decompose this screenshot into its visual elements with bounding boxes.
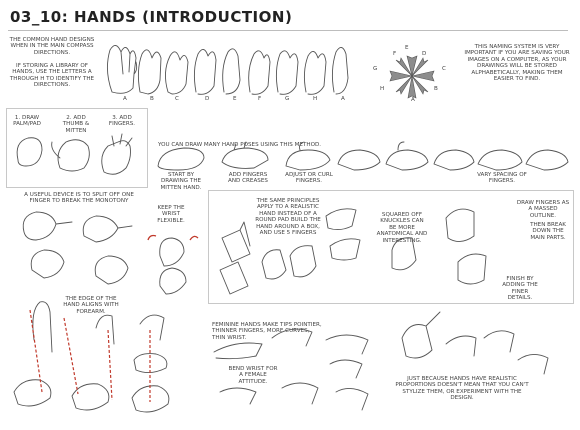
poses-drawings (157, 141, 569, 171)
pose-label-fingers: ADD FINGERS AND CREASES (228, 172, 268, 185)
feminine-note: FEMININE HANDS MAKE TIPS POINTIER, THINN… (212, 322, 322, 341)
finish-details-note: FINISH BY ADDING THE FINER DETAILS. (502, 276, 538, 302)
step-1-label: 1. DRAW PALM/PAD (13, 115, 41, 128)
compass-letter-g: G (373, 66, 378, 72)
wrist-curves (147, 234, 199, 241)
letter-a: A (123, 96, 127, 102)
split-finger-drawings (22, 211, 187, 295)
compass-letter-d: D (422, 51, 427, 57)
bend-wrist-note: BEND WRIST FOR A FEMALE ATTITUDE. (228, 366, 278, 385)
squared-knuckles-note: SQUARED OFF KNUCKLES CAN BE MORE ANATOMI… (376, 212, 428, 244)
forearm-guide-lines (29, 309, 151, 402)
pose-label-mitten: START BY DRAWING THE MITTEN HAND. (160, 172, 202, 191)
title-divider (8, 30, 568, 31)
letter-d: D (205, 96, 210, 102)
pose-label-curl: ADJUST OR CURL FINGERS. (285, 172, 333, 185)
compass-letter-b: B (434, 86, 438, 92)
break-down-note: THEN BREAK DOWN THE MAIN PARTS. (530, 222, 566, 241)
compass-hand-row (107, 45, 349, 95)
letter-a-end: A (341, 96, 345, 102)
letter-g: G (285, 96, 290, 102)
stylized-drawings (401, 311, 549, 375)
page-title: 03_10: HANDS (INTRODUCTION) (10, 8, 293, 26)
stylize-note: JUST BECAUSE HANDS HAVE REALISTIC PROPOR… (395, 376, 529, 402)
compass-letter-e: E (405, 45, 409, 51)
steps-panel (6, 108, 148, 188)
compass-letter-a: A (411, 97, 415, 103)
wrist-flexible-note: KEEP THE WRIST FLEXIBLE. (157, 205, 185, 224)
compass-star-icon (389, 55, 435, 99)
naming-system-note: THIS NAMING SYSTEM IS VERY IMPORTANT IF … (464, 44, 570, 83)
compass-intro-note: THE COMMON HAND DESIGNS WHEN IN THE MAIN… (9, 37, 95, 56)
compass-letter-h: H (380, 86, 385, 92)
poses-header: YOU CAN DRAW MANY HAND POSES USING THIS … (158, 142, 322, 148)
forearm-note: THE EDGE OF THE HAND ALIGNS WITH FOREARM… (63, 296, 119, 315)
forearm-drawings (13, 301, 170, 413)
steps-drawings (16, 133, 133, 175)
letter-h: H (313, 96, 318, 102)
letter-f: F (258, 96, 262, 102)
pose-label-spacing: VARY SPACING OF FINGERS. (477, 172, 527, 185)
compass-letter-c: C (442, 66, 446, 72)
step-3-label: 3. ADD FINGERS. (108, 115, 136, 128)
letter-e: E (233, 96, 237, 102)
feminine-drawings (213, 328, 369, 411)
letter-b: B (150, 96, 154, 102)
step-2-label: 2. ADD THUMB & MITTEN (62, 115, 90, 134)
realistic-hands-panel (208, 190, 574, 304)
massed-outline-note: DRAW FINGERS AS A MASSED OUTLINE. (516, 200, 570, 219)
split-finger-note: A USEFUL DEVICE IS TO SPLIT OFF ONE FING… (24, 192, 134, 205)
realistic-drawings (219, 208, 487, 295)
realistic-principles-note: THE SAME PRINCIPLES APPLY TO A REALISTIC… (255, 198, 321, 237)
letter-c: C (175, 96, 179, 102)
compass-letter-f: F (393, 51, 397, 57)
library-note: IF STORING A LIBRARY OF HANDS, USE THE L… (9, 63, 95, 89)
